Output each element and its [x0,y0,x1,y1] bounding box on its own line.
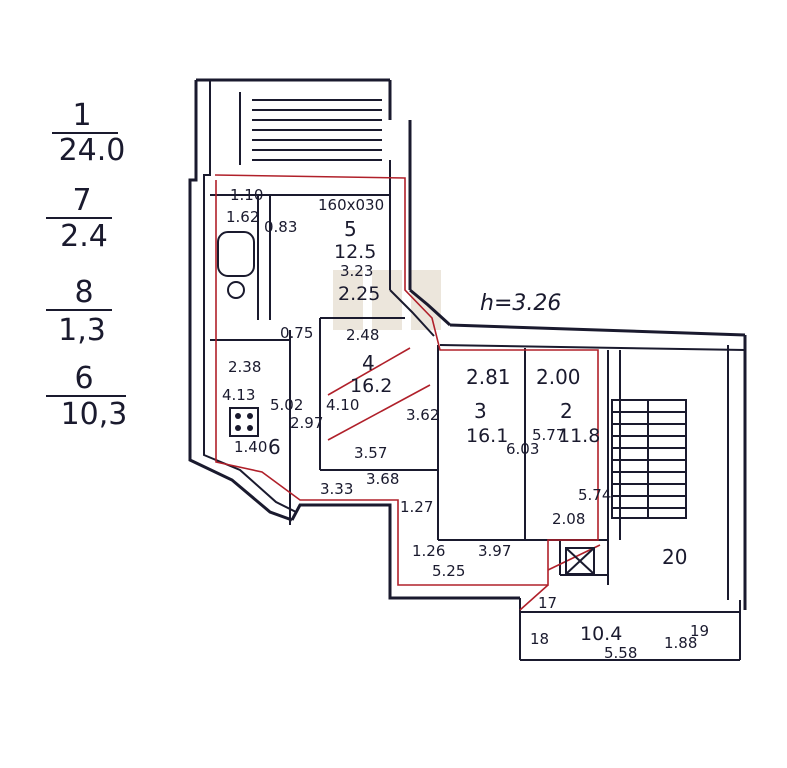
room10-dim-1: 5.58 [604,644,637,662]
room5-number: 5 [344,217,357,241]
room6-dim-height: 5.02 [270,396,303,414]
legend-room-6: 6 [74,361,93,396]
legend-area-1: 24.0 [59,133,126,168]
room2-dim-top: 2.00 [536,365,581,389]
watermark [333,270,441,330]
legend-area-8: 1,3 [58,313,106,348]
ceiling-height-label: h=3.26 [480,291,561,316]
apartment-outline [214,174,601,611]
room5-dim-3: 0.83 [264,218,297,236]
legend-area-6: 10,3 [61,397,128,432]
walls [188,78,747,661]
corridor-dim-4: 1.26 [412,542,445,560]
legend-area-7: 2.4 [60,219,108,254]
room2-dim-bottom: 2.08 [552,510,585,528]
utility-box-icon [565,547,595,575]
small-dim-3: 0.75 [280,324,313,342]
room2-area: 11.8 [558,425,600,447]
fixtures [217,231,595,575]
room10-area: 10.4 [580,623,622,645]
room20-number: 20 [662,545,687,569]
room3-dim-bottom: 3.97 [478,542,511,560]
room3-dim-top: 2.81 [466,365,511,389]
room6-dim-bottom: 1.40 [234,438,267,456]
legend-room-7: 7 [72,183,91,218]
room6-number: 6 [268,435,281,459]
room2-dim-left: 5.77 [532,426,565,444]
stove-icon [229,407,259,437]
room4-dim-left: 4.10 [326,396,359,414]
corridor-dim-2: 3.68 [366,470,399,488]
small-dim-1: 1.62 [226,208,259,226]
room2-dim-right: 5.74 [578,486,611,504]
stairs-right [611,399,687,519]
room3-dim-side: 6.03 [506,440,539,458]
room6-dim-left: 4.13 [222,386,255,404]
room17-number: 17 [538,594,557,612]
room5-area: 12.5 [334,241,376,263]
room5-dim-top: 160x030 [318,196,384,214]
sink-icon [227,281,245,299]
room5-dim-1: 3.23 [340,262,373,280]
room3-number: 3 [474,399,487,423]
room3-area: 16.1 [466,425,508,447]
room18-number: 18 [530,630,549,648]
stairs-top [239,92,382,165]
legend-room-8: 8 [74,275,93,310]
room4-dim-top: 2.48 [346,326,379,344]
room2-number: 2 [560,399,573,423]
room4-number: 4 [362,351,375,375]
corridor-dim-5: 5.25 [432,562,465,580]
room4-dim-bottom: 3.57 [354,444,387,462]
room10-dim-2: 1.88 [664,634,697,652]
room6-dim-width: 2.38 [228,358,261,376]
corridor-dim-1: 3.33 [320,480,353,498]
small-dim-4: 2.97 [290,414,323,432]
small-dim-2: 1.10 [230,186,263,204]
corridor-dim-3: 1.27 [400,498,433,516]
room4-dim-right: 3.62 [406,406,439,424]
legend: 1 24.0 7 2.4 8 1,3 6 10,3 [46,98,127,432]
legend-room-1: 1 [72,98,91,133]
room19-number: 19 [690,622,709,640]
room4-area: 16.2 [350,375,392,397]
room5-dim-2: 2.25 [338,283,380,305]
bathtub-icon [217,231,255,277]
